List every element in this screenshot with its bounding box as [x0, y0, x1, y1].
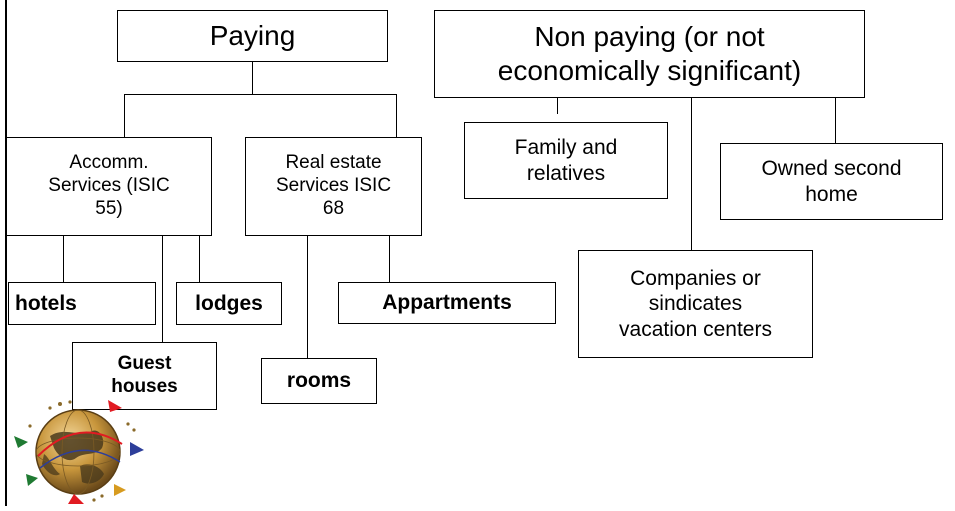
connector-nonpaying-family [557, 98, 558, 114]
lodges-box: lodges [176, 282, 282, 325]
connector-accomm-guesthouses [162, 236, 163, 342]
slide-left-border [5, 0, 7, 506]
connector-accomm-lodges [199, 236, 200, 282]
connector-nonpaying-owned [835, 98, 836, 143]
family-relatives-box: Family and relatives [464, 122, 668, 199]
accomm-services-box: Accomm. Services (ISIC 55) [6, 137, 212, 236]
connector-paying-down [252, 62, 253, 94]
connector-to-accomm [124, 94, 125, 137]
connector-nonpaying-companies [691, 98, 692, 250]
non-paying-box: Non paying (or not economically signific… [434, 10, 865, 98]
connector-paying-branch [124, 94, 396, 95]
paying-box: Paying [117, 10, 388, 62]
connector-realestate-appartments [389, 236, 390, 282]
guest-houses-box: Guest houses [72, 342, 217, 410]
connector-to-realestate [396, 94, 397, 137]
owned-second-home-box: Owned second home [720, 143, 943, 220]
rooms-box: rooms [261, 358, 377, 404]
globe-logo-icon [10, 396, 150, 506]
real-estate-services-box: Real estate Services ISIC 68 [245, 137, 422, 236]
connector-accomm-hotels [63, 236, 64, 282]
hotels-box: hotels [8, 282, 156, 325]
appartments-box: Appartments [338, 282, 556, 324]
connector-realestate-rooms [307, 236, 308, 358]
companies-vacation-centers-box: Companies or sindicates vacation centers [578, 250, 813, 358]
